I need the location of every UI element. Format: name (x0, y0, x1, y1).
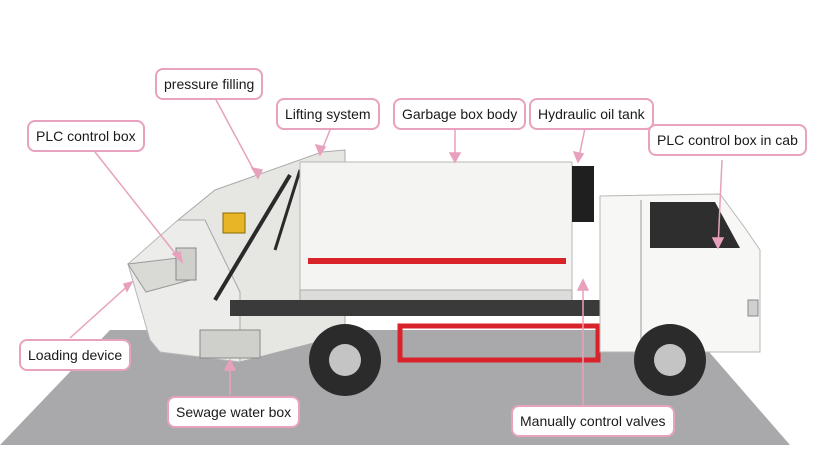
label-pressure-filling: pressure filling (155, 68, 264, 100)
leader-pressure-filling (214, 97, 259, 179)
headlight (747, 299, 759, 317)
sewage-water-box (199, 329, 261, 359)
garbage-box-body (299, 161, 573, 291)
label-plc-control-box-in-cab: PLC control box in cab (648, 124, 807, 156)
hydraulic-cylinder-right (273, 169, 302, 251)
cab-door-line (640, 200, 642, 350)
arrow-lifting-system (314, 143, 327, 157)
label-hydraulic-oil-tank: Hydraulic oil tank (529, 98, 654, 130)
label-plc-control-box: PLC control box (27, 120, 145, 152)
label-sewage-water-box: Sewage water box (167, 396, 301, 428)
arrow-sewage-water-box (223, 358, 237, 371)
label-loading-device: Loading device (19, 339, 132, 371)
label-manually-control-valves: Manually control valves (511, 405, 675, 437)
arrow-pressure-filling (250, 166, 264, 180)
arrow-loading-device (122, 280, 134, 293)
front-wheel-hub (654, 344, 686, 376)
arrow-plc-control-box (171, 251, 184, 265)
rear-wheel-hub (329, 344, 361, 376)
body-red-stripe (308, 258, 566, 264)
arrow-hydraulic-oil-tank (572, 150, 585, 164)
label-lifting-system: Lifting system (276, 98, 380, 130)
leader-loading-device (69, 281, 133, 339)
leader-plc-control-box-in-cab (717, 159, 723, 249)
cab-window (650, 202, 740, 248)
warning-sticker (222, 212, 246, 234)
arrow-garbage-box-body (448, 152, 462, 164)
side-guard (397, 323, 601, 363)
arrow-manually-control-valves (576, 278, 590, 291)
leader-plc-control-box (94, 151, 183, 263)
arrow-plc-control-box-in-cab (711, 237, 725, 250)
label-garbage-box-body: Garbage box body (393, 98, 527, 130)
hydraulic-oil-tank (572, 166, 594, 222)
hydraulic-cylinder-left (213, 173, 292, 302)
